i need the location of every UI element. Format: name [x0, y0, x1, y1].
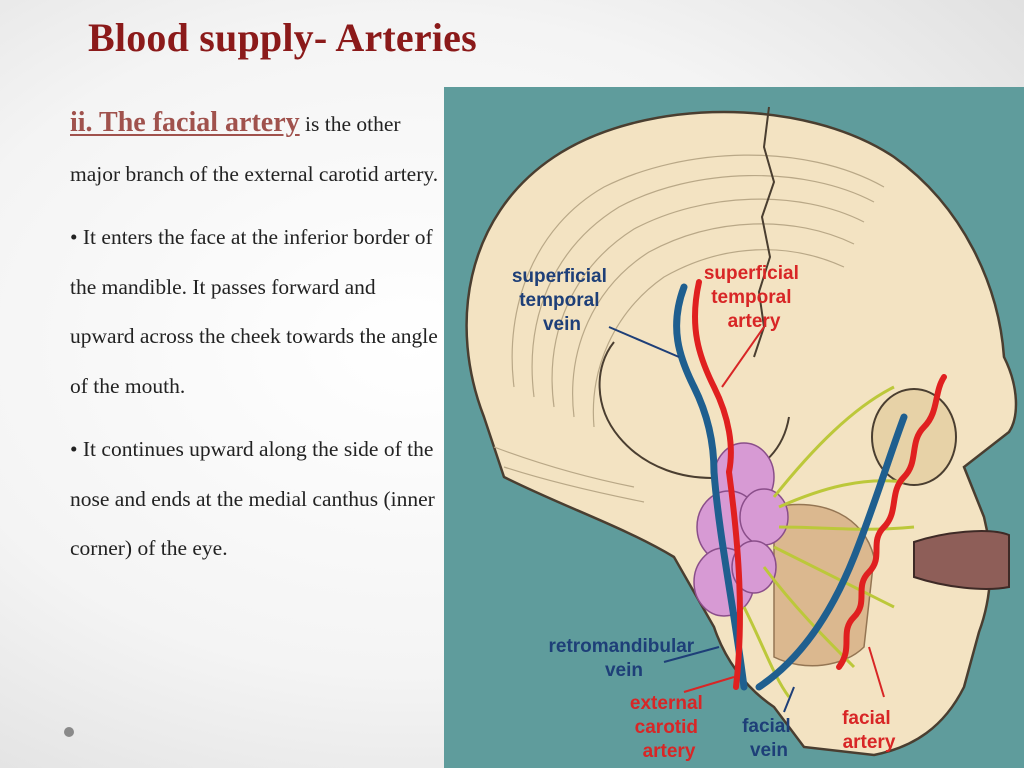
label-retromandibular-vein: retromandibular vein: [549, 636, 700, 681]
intro-text: is the other major branch of the externa…: [70, 112, 439, 186]
label-facial-vein: facial vein: [742, 716, 796, 761]
label-superficial-temporal-vein: superficial temporal vein: [512, 266, 612, 335]
facial-artery-diagram: superficial temporal vein superficial te…: [444, 87, 1024, 768]
facial-artery: [836, 374, 947, 670]
skull-contour-lines: [493, 154, 885, 503]
superficial-temporal-vein: [673, 283, 718, 476]
superficial-temporal-artery: [691, 279, 734, 475]
bullet-dot-icon: [64, 727, 74, 737]
slide-title: Blood supply- Arteries: [88, 15, 477, 60]
bullet-item: • It continues upward along the side of …: [70, 437, 435, 560]
bullet-item: • It enters the face at the inferior bor…: [70, 225, 438, 398]
label-external-carotid-artery: external carotid artery: [630, 693, 708, 762]
label-facial-artery: facial artery: [842, 708, 896, 753]
external-carotid-artery: [726, 469, 743, 690]
facial-artery-term: ii. The facial artery: [70, 107, 300, 138]
label-superficial-temporal-artery: superficial temporal artery: [704, 263, 804, 332]
anatomy-illustration: superficial temporal vein superficial te…: [465, 106, 1018, 762]
slide-body: ii. The facial artery is the other major…: [70, 98, 440, 588]
lips: [913, 530, 1010, 590]
label-pointers: [608, 326, 885, 713]
skull-cranium: [465, 110, 1018, 757]
intro-paragraph: ii. The facial artery is the other major…: [70, 98, 440, 199]
facial-vein: [755, 413, 908, 691]
skull-suture: [753, 106, 776, 358]
